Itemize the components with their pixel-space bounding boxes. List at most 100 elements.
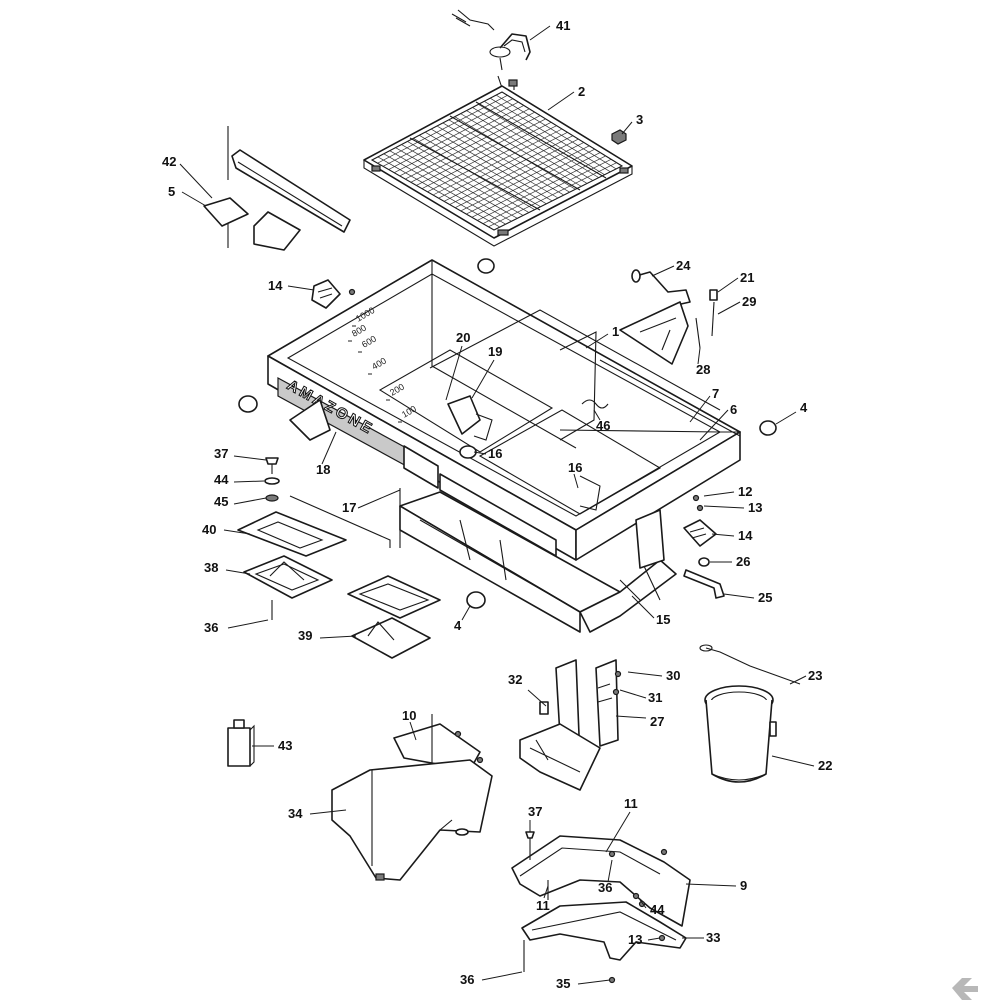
callout-label-c16a: 16 xyxy=(568,460,582,475)
part-1-hopper-frame xyxy=(267,259,741,561)
callout-leader-line xyxy=(615,715,647,719)
callout-leader-line xyxy=(697,347,701,365)
part-4-caps xyxy=(238,258,777,609)
callout-label-c18: 18 xyxy=(316,462,330,477)
callout-leader-line xyxy=(621,121,633,135)
part-39-funnel-lower xyxy=(347,575,441,659)
callout-label-c44b: 44 xyxy=(650,902,665,917)
callout-label-c13a: 13 xyxy=(748,500,762,515)
part-26-25-locking-pin xyxy=(683,557,725,599)
callout-label-c2: 2 xyxy=(578,84,585,99)
callout-leader-line xyxy=(699,409,729,441)
callout-leader-line xyxy=(527,689,547,707)
callout-leader-line xyxy=(651,265,675,277)
callout-leader-line xyxy=(461,605,471,621)
callout-leader-line xyxy=(543,885,549,899)
callout-leader-line xyxy=(471,359,495,399)
part-22-bucket xyxy=(704,685,777,783)
callout-leader-line xyxy=(789,675,807,685)
mesh-line xyxy=(460,145,590,212)
part-37-44-45-fasteners xyxy=(264,457,280,502)
callout-label-c22: 22 xyxy=(818,758,832,773)
callout-leader-line xyxy=(309,809,347,815)
callout-leader-line xyxy=(703,505,745,509)
callout-label-c3: 3 xyxy=(636,112,643,127)
callout-leader-line xyxy=(717,301,741,315)
callout-label-c35: 35 xyxy=(556,976,570,991)
callout-label-c46: 46 xyxy=(596,418,610,433)
callout-leader-line xyxy=(529,25,551,41)
callout-leader-line xyxy=(547,91,575,111)
callout-label-c12: 12 xyxy=(738,484,752,499)
callout-label-c28: 28 xyxy=(696,362,710,377)
callout-label-c20: 20 xyxy=(456,330,470,345)
callout-leader-line xyxy=(619,689,647,699)
callout-leader-line xyxy=(233,455,267,461)
callout-label-c43: 43 xyxy=(278,738,292,753)
callout-label-c29: 29 xyxy=(742,294,756,309)
callout-leader-line xyxy=(357,489,401,509)
callout-label-c33: 33 xyxy=(706,930,720,945)
callout-leader-line xyxy=(445,345,463,401)
mesh-line xyxy=(448,119,570,193)
callout-label-c7: 7 xyxy=(712,386,719,401)
mesh-line xyxy=(488,162,617,228)
part-38-funnel xyxy=(243,555,333,620)
callout-leader-line xyxy=(409,721,417,741)
callout-leader-line xyxy=(703,491,735,497)
callout-label-c40: 40 xyxy=(202,522,216,537)
callout-label-c37a: 37 xyxy=(214,446,228,461)
callout-label-c23: 23 xyxy=(808,668,822,683)
mesh-line xyxy=(477,155,606,221)
mesh-line xyxy=(442,122,564,196)
part-14-bracket-top xyxy=(311,279,356,309)
callout-leader-line xyxy=(771,755,815,767)
callout-label-c4b: 4 xyxy=(454,618,462,633)
callout-label-c21: 21 xyxy=(740,270,754,285)
mesh-line xyxy=(455,142,584,209)
callout-leader-line xyxy=(647,937,661,941)
callout-leader-line xyxy=(179,163,213,199)
callout-label-c6: 6 xyxy=(730,402,737,417)
callout-label-c9: 9 xyxy=(740,878,747,893)
callout-label-c16b: 16 xyxy=(488,446,502,461)
callout-leader-line xyxy=(481,971,523,981)
part-2-sieve-grid xyxy=(363,85,633,247)
callout-label-c32: 32 xyxy=(508,672,522,687)
part-10-34-deflector-left xyxy=(331,714,493,881)
part-46-spring xyxy=(581,399,609,409)
callout-label-c42: 42 xyxy=(162,154,176,169)
callout-label-c14b: 14 xyxy=(738,528,753,543)
callout-label-c4a: 4 xyxy=(800,400,808,415)
callout-leader-line xyxy=(233,480,265,483)
callout-label-c34: 34 xyxy=(288,806,303,821)
callout-label-c17: 17 xyxy=(342,500,356,515)
mesh-line xyxy=(482,158,612,224)
callout-label-c45: 45 xyxy=(214,494,228,509)
callout-leader-line xyxy=(233,497,267,505)
callout-leader-line xyxy=(321,431,337,465)
part-24-21-29-28-hinge-bracket xyxy=(619,269,718,365)
callout-label-c38: 38 xyxy=(204,560,218,575)
mesh-line xyxy=(489,97,611,173)
mesh-line xyxy=(484,100,605,176)
callout-label-c5: 5 xyxy=(168,184,175,199)
callout-label-c44a: 44 xyxy=(214,472,229,487)
callout-label-c15: 15 xyxy=(656,612,670,627)
callout-leader-line xyxy=(605,811,631,853)
callout-leader-line xyxy=(689,395,711,423)
callout-leader-line xyxy=(319,635,357,639)
callout-leader-line xyxy=(775,411,797,425)
callout-leader-line xyxy=(577,979,611,985)
callout-label-c30: 30 xyxy=(666,668,680,683)
callout-label-c31: 31 xyxy=(648,690,662,705)
callout-leader-line xyxy=(685,883,737,887)
k-logo-icon xyxy=(952,978,978,1000)
callout-leader-line xyxy=(585,333,609,349)
callout-label-c37b: 37 xyxy=(528,804,542,819)
callout-leader-line xyxy=(287,285,315,291)
mesh-line xyxy=(449,138,579,205)
mesh-line xyxy=(466,148,595,215)
callout-label-c1: 1 xyxy=(612,324,619,339)
